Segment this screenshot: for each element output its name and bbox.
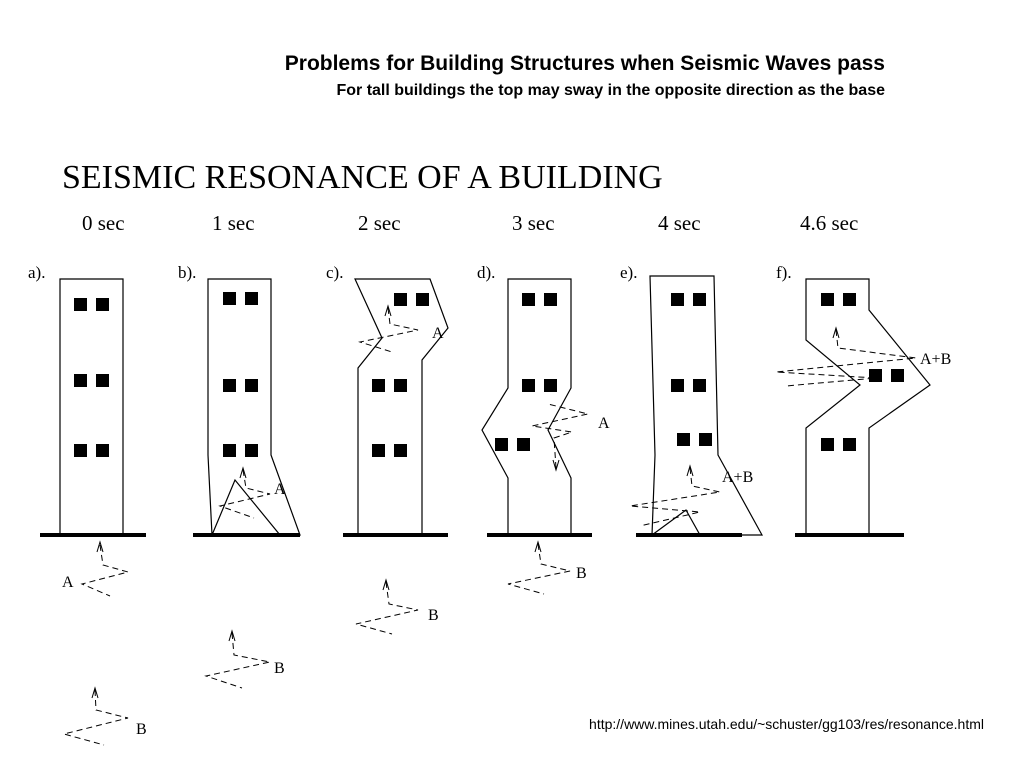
- building-a: [59, 278, 124, 536]
- panel-label-b: b).: [178, 263, 196, 282]
- building-d: [481, 278, 572, 536]
- building-b: [207, 278, 301, 536]
- wave-label-a-in-d: A: [598, 415, 610, 432]
- wave-ab-in-e: [629, 464, 721, 527]
- wave-label-b-in-c: B: [428, 607, 439, 624]
- wave-a-in-c: [358, 304, 419, 353]
- panel-label-f: f).: [776, 263, 792, 282]
- time-label-d: 3 sec: [512, 211, 555, 235]
- wave-a-in-b: [218, 466, 271, 519]
- time-label-f: 4.6 sec: [800, 211, 858, 235]
- time-label-b: 1 sec: [212, 211, 255, 235]
- building-e: [649, 275, 764, 537]
- building-f: [805, 278, 931, 536]
- wave-b-in-b: [204, 629, 271, 689]
- wave-label-b-in-a: B: [136, 721, 147, 738]
- panel-label-c: c).: [326, 263, 343, 282]
- time-label-a: 0 sec: [82, 211, 125, 235]
- diagram-heading: SEISMIC RESONANCE OF A BUILDING: [62, 159, 663, 196]
- time-label-c: 2 sec: [358, 211, 401, 235]
- wave-label-ab-in-f: A+B: [920, 351, 951, 368]
- wave-b-in-a: [62, 686, 129, 746]
- wave-a-in-d: [531, 403, 589, 472]
- wave-label-a-in-a: A: [62, 574, 74, 591]
- wave-label-ab-in-e: A+B: [722, 469, 753, 486]
- time-label-e: 4 sec: [658, 211, 701, 235]
- slide-subtitle: For tall buildings the top may sway in t…: [336, 82, 885, 99]
- building-c: [354, 278, 449, 536]
- panel-label-a: a).: [28, 263, 45, 282]
- wave-a-in-a: [80, 540, 130, 597]
- wave-label-b-in-b: B: [274, 660, 285, 677]
- source-url: http://www.mines.utah.edu/~schuster/gg10…: [589, 716, 984, 732]
- wave-label-a-in-c: A: [432, 325, 444, 342]
- panel-label-e: e).: [620, 263, 637, 282]
- wave-label-a-in-b: A: [274, 481, 286, 498]
- slide-title: Problems for Building Structures when Se…: [284, 52, 885, 75]
- wave-ab-in-f: [775, 326, 917, 387]
- panel-label-d: d).: [477, 263, 495, 282]
- wave-b-in-c: [355, 578, 419, 635]
- wave-label-b-in-d: B: [576, 565, 587, 582]
- wave-b-in-d: [507, 540, 571, 595]
